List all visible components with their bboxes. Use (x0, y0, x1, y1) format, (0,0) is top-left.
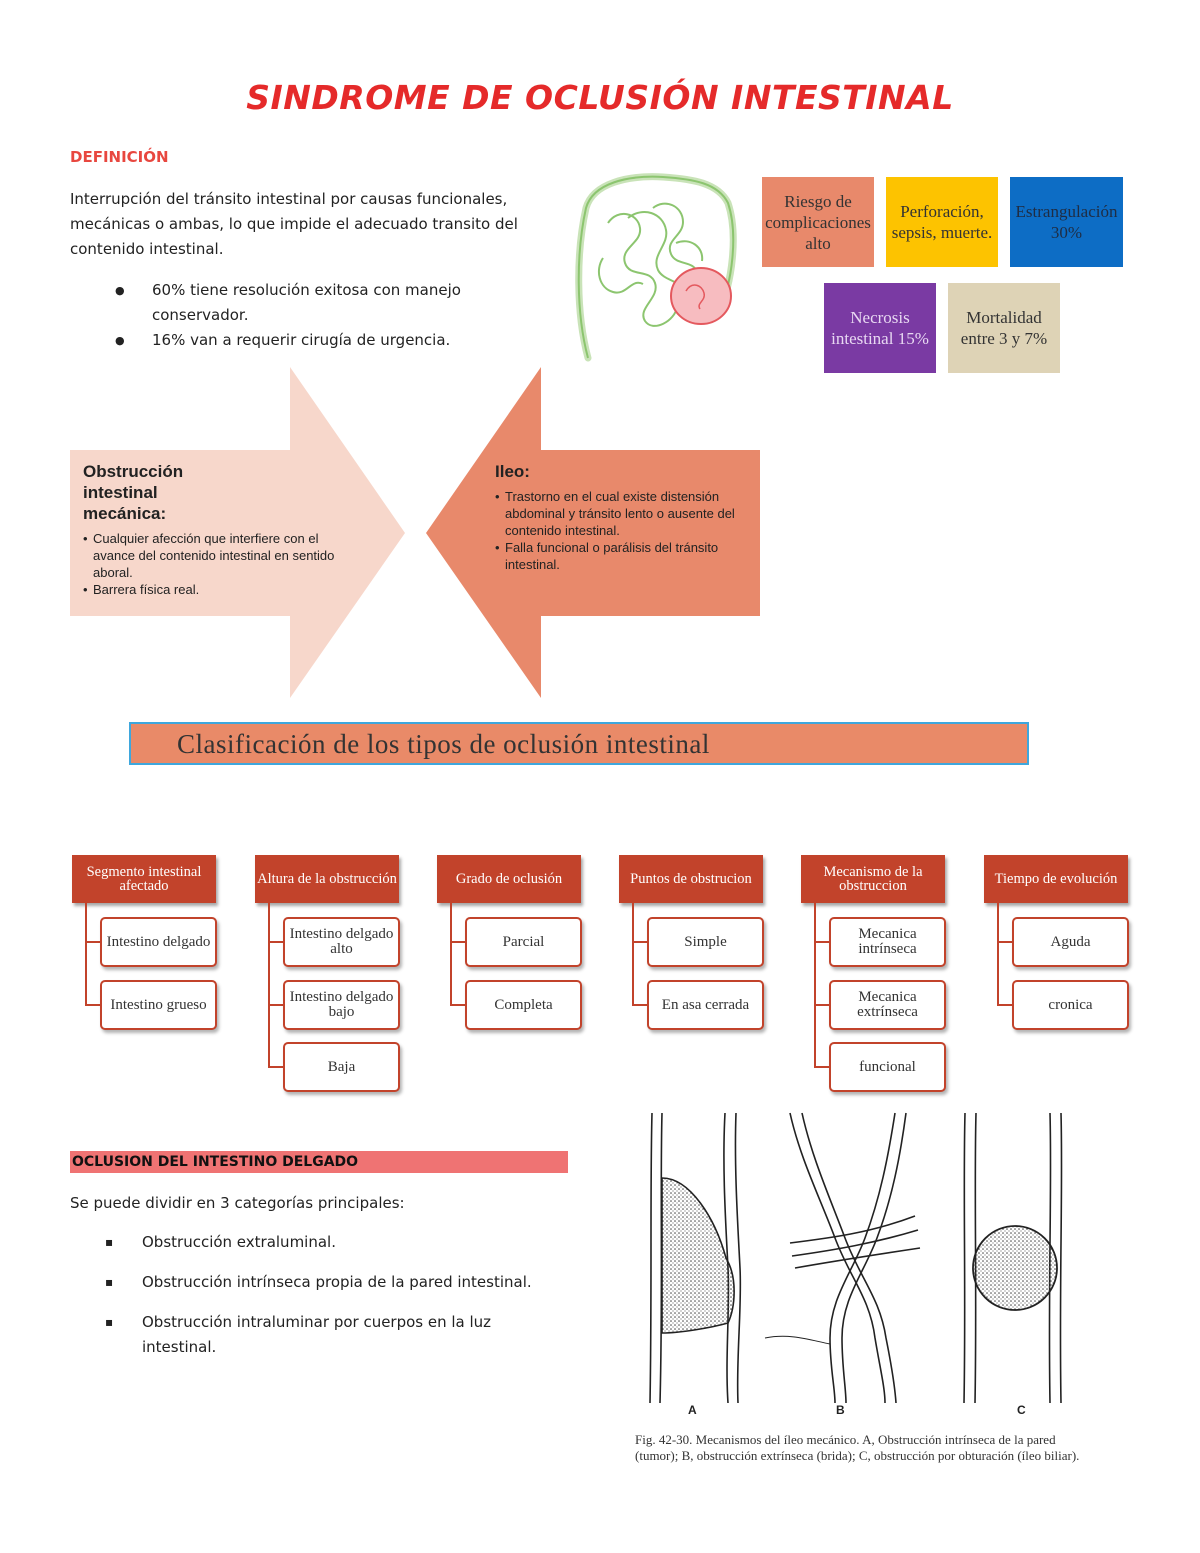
category-header: Puntos de obstrucion (619, 855, 763, 903)
figure-label-a: A (688, 1403, 697, 1417)
left-arrow-content: Obstrucción intestinal mecánica: Cualqui… (83, 461, 348, 598)
list-item: 60% tiene resolución exitosa con manejo … (115, 278, 495, 328)
category-item: Parcial (465, 917, 582, 967)
category-item: Mecanica extrínseca (829, 980, 946, 1030)
category-item: Baja (283, 1042, 400, 1092)
stat-mortality: Mortalidad entre 3 y 7% (948, 283, 1060, 373)
category-header: Grado de oclusión (437, 855, 581, 903)
category-item: Completa (465, 980, 582, 1030)
list-item: Obstrucción intraluminar por cuerpos en … (105, 1310, 545, 1360)
classification-banner: Clasificación de los tipos de oclusión i… (129, 722, 1029, 765)
small-bowel-heading: OCLUSION DEL INTESTINO DELGADO (70, 1151, 568, 1173)
category-header: Mecanismo de la obstruccion (801, 855, 945, 903)
list-item: Falla funcional o parálisis del tránsito… (495, 539, 753, 573)
category-item: Intestino delgado (100, 917, 217, 967)
list-item: 16% van a requerir cirugía de urgencia. (115, 328, 495, 353)
right-arrow-content: Ileo: Trastorno en el cual existe disten… (495, 461, 753, 573)
category-item: cronica (1012, 980, 1129, 1030)
category-item: funcional (829, 1042, 946, 1092)
definition-bullets: 60% tiene resolución exitosa con manejo … (115, 278, 495, 353)
list-item: Obstrucción intrínseca propia de la pare… (105, 1270, 545, 1295)
category-item: Mecanica intrínseca (829, 917, 946, 967)
figure-label-c: C (1017, 1403, 1026, 1417)
category-header: Segmento intestinal afectado (72, 855, 216, 903)
list-item: Trastorno en el cual existe distensión a… (495, 488, 753, 539)
arrows-diagram (70, 367, 760, 698)
category-header: Altura de la obstrucción (255, 855, 399, 903)
definition-label: DEFINICIÓN (70, 148, 169, 166)
list-item: Obstrucción extraluminal. (105, 1230, 545, 1255)
definition-text: Interrupción del tránsito intestinal por… (70, 190, 518, 258)
ileus-mechanism-figure (649, 1112, 1063, 1404)
stat-complication-risk: Riesgo de complicaciones alto (762, 177, 874, 267)
list-item: Barrera física real. (83, 581, 348, 598)
left-arrow-heading: Obstrucción intestinal mecánica: (83, 462, 184, 523)
figure-caption: Fig. 42-30. Mecanismos del íleo mecánico… (635, 1432, 1080, 1463)
category-item: Intestino delgado alto (283, 917, 400, 967)
category-item: En asa cerrada (647, 980, 764, 1030)
category-item: Aguda (1012, 917, 1129, 967)
stat-strangulation: Estrangulación 30% (1010, 177, 1123, 267)
stat-perforation: Perforación, sepsis, muerte. (886, 177, 998, 267)
category-item: Intestino delgado bajo (283, 980, 400, 1030)
small-bowel-intro: Se puede dividir en 3 categorías princip… (70, 1194, 405, 1212)
intestine-illustration (575, 173, 737, 362)
right-arrow-heading: Ileo: (495, 462, 530, 481)
category-item: Intestino grueso (100, 980, 217, 1030)
page-title: SINDROME DE OCLUSIÓN INTESTINAL (246, 78, 954, 117)
category-header: Tiempo de evolución (984, 855, 1128, 903)
small-bowel-list: Obstrucción extraluminal. Obstrucción in… (105, 1230, 545, 1375)
list-item: Cualquier afección que interfiere con el… (83, 530, 348, 581)
category-item: Simple (647, 917, 764, 967)
figure-label-b: B (836, 1403, 845, 1417)
stat-necrosis: Necrosis intestinal 15% (824, 283, 936, 373)
